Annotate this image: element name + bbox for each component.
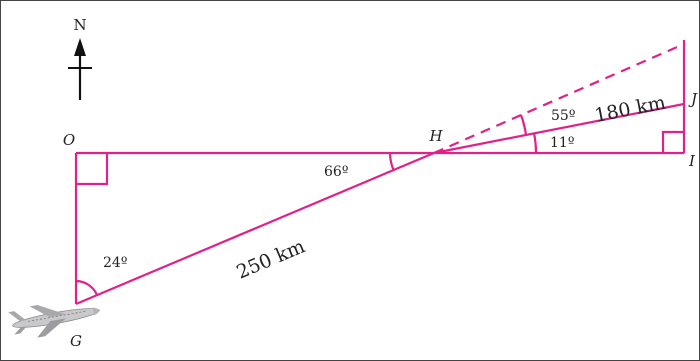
right-angle-O — [76, 153, 109, 186]
angle-label-H-left: 66º — [324, 164, 348, 180]
angle-label-H-lower: 11º — [550, 135, 574, 151]
arc-angle-H-left — [388, 152, 396, 172]
point-label-H: H — [428, 127, 443, 145]
point-label-G: G — [70, 332, 82, 350]
line-HJ — [433, 102, 685, 155]
arc-angle-H-lower — [532, 132, 538, 154]
airplane-icon — [8, 305, 100, 338]
point-label-J: J — [688, 90, 698, 108]
compass-label: N — [73, 16, 86, 34]
point-label-O: O — [63, 131, 75, 149]
arc-angle-H-upper — [519, 114, 528, 136]
point-label-I: I — [688, 152, 696, 170]
line-H-dashed — [433, 42, 685, 155]
right-angle-I — [661, 130, 684, 153]
north-arrow-icon — [68, 38, 92, 100]
line-GH — [75, 151, 435, 306]
arc-angle-G — [75, 279, 99, 296]
angle-label-H-upper: 55º — [551, 108, 575, 124]
angle-label-G: 24º — [103, 255, 127, 271]
